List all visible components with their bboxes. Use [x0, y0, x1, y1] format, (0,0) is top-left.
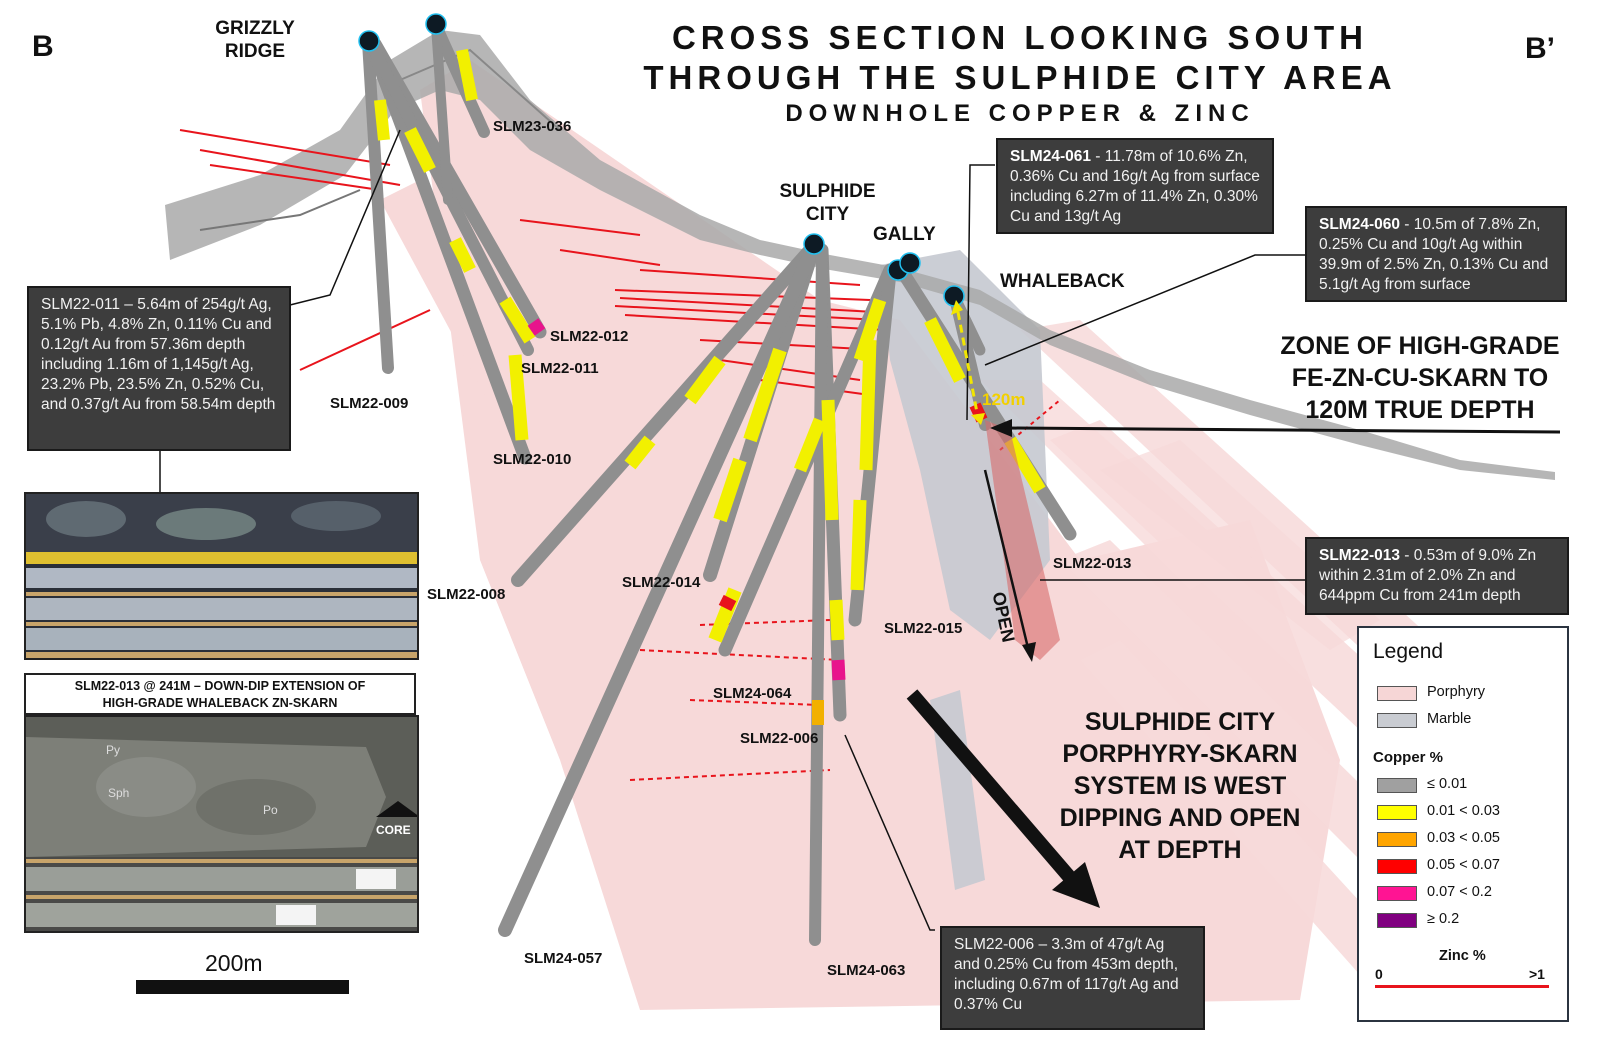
depth-label: 120m [982, 390, 1026, 409]
legend-cu-swatch-3 [1377, 832, 1417, 847]
hole-label-slm22-013: SLM22-013 [1053, 555, 1132, 572]
core-logo: CORE [376, 823, 411, 837]
legend-zinc-bar [1375, 985, 1549, 988]
grizzly-ridge-label: GRIZZLY RIDGE [205, 17, 305, 63]
caption-line-2: HIGH-GRADE WHALEBACK ZN-SKARN [102, 696, 338, 710]
legend-marble-label: Marble [1427, 711, 1472, 727]
topographic-surface [165, 30, 1555, 480]
diagram-title: CROSS SECTION LOOKING SOUTH THROUGH THE … [600, 18, 1440, 130]
annotation-slm24-061-id: SLM24-061 [1010, 148, 1091, 165]
annotation-slm24-060: SLM24-060 - 10.5m of 7.8% Zn, 0.25% Cu a… [1305, 206, 1567, 302]
system-line-4: DIPPING AND OPEN [1059, 804, 1301, 832]
hole-label-slm22-014: SLM22-014 [622, 574, 701, 591]
hole-label-slm22-009: SLM22-009 [330, 395, 409, 412]
sulphide-city-label: SULPHIDE CITY [770, 180, 885, 226]
system-arrow [906, 689, 1100, 908]
annotation-slm24-060-text: - 10.5m of 7.8% Zn, 0.25% Cu and 10g/t A… [1319, 216, 1549, 293]
legend-cu-label-2: 0.01 < 0.03 [1427, 803, 1500, 819]
legend-cu-swatch-4 [1377, 859, 1417, 874]
annotation-slm24-061-text: - 11.78m of 10.6% Zn, 0.36% Cu and 16g/t… [1010, 148, 1260, 225]
grizzly-line-1: GRIZZLY [215, 18, 295, 39]
legend-porphyry-swatch [1377, 686, 1417, 701]
open-arrow [983, 469, 1036, 662]
core-photo-top [24, 492, 419, 660]
annotation-slm22-006-text: SLM22-006 – 3.3m of 47g/t Ag and 0.25% C… [954, 936, 1179, 1013]
annotation-slm22-006: SLM22-006 – 3.3m of 47g/t Ag and 0.25% C… [940, 926, 1205, 1030]
legend-cu-swatch-6 [1377, 913, 1417, 928]
legend-cu-label-6: ≥ 0.2 [1427, 911, 1460, 927]
legend-porphyry-label: Porphyry [1427, 684, 1486, 700]
hole-label-slm22-012: SLM22-012 [550, 328, 629, 345]
zone-line-2: FE-ZN-CU-SKARN TO [1291, 364, 1549, 392]
title-line-1: CROSS SECTION LOOKING SOUTH [671, 19, 1369, 56]
system-line-1: SULPHIDE CITY [1084, 708, 1276, 736]
system-line-3: SYSTEM IS WEST [1073, 772, 1287, 800]
hole-label-slm24-063: SLM24-063 [827, 962, 906, 979]
core-photo-top-image [26, 494, 417, 658]
annotation-slm22-011-text: SLM22-011 – 5.64m of 254g/t Ag, 5.1% Pb,… [41, 296, 276, 413]
section-end-label: B’ [1525, 32, 1555, 65]
zone-arrow [990, 419, 1561, 437]
legend-cu-swatch-2 [1377, 805, 1417, 820]
hole-label-slm22-006: SLM22-006 [740, 730, 819, 747]
legend-cu-label-4: 0.05 < 0.07 [1427, 857, 1500, 873]
legend-cu-swatch-1 [1377, 778, 1417, 793]
annotation-slm22-011: SLM22-011 – 5.64m of 254g/t Ag, 5.1% Pb,… [27, 286, 291, 451]
legend-cu-swatch-5 [1377, 886, 1417, 901]
scale-bar [136, 980, 349, 994]
legend: Legend Porphyry Marble Copper % ≤ 0.01 0… [1357, 626, 1569, 1022]
hole-collars [358, 13, 965, 307]
caption-line-1: SLM22-013 @ 241M – DOWN-DIP EXTENSION OF [74, 679, 366, 693]
mineral-label-sph: Sph [108, 786, 130, 800]
leader-lines [159, 129, 1305, 931]
hole-label-slm22-010: SLM22-010 [493, 451, 572, 468]
system-statement: SULPHIDE CITY PORPHYRY-SKARN SYSTEM IS W… [1030, 706, 1330, 866]
legend-zinc-min: 0 [1375, 966, 1383, 982]
open-zone-shape [985, 420, 1060, 660]
zone-line-1: ZONE OF HIGH-GRADE [1280, 332, 1560, 360]
zone-line-3: 120M TRUE DEPTH [1305, 396, 1535, 424]
hole-label-slm22-008: SLM22-008 [427, 586, 506, 603]
copper-intervals [374, 48, 1046, 725]
sulphide-line-1: SULPHIDE [779, 181, 876, 202]
hole-label-slm22-011: SLM22-011 [521, 360, 599, 377]
gally-label: GALLY [873, 224, 936, 245]
section-start-label: B [32, 30, 54, 63]
annotation-slm24-061: SLM24-061 - 11.78m of 10.6% Zn, 0.36% Cu… [996, 138, 1274, 234]
core-photo-caption: SLM22-013 @ 241M – DOWN-DIP EXTENSION OF… [24, 673, 416, 715]
scale-label: 200m [205, 950, 263, 976]
hole-label-slm24-064: SLM24-064 [713, 685, 792, 702]
whaleback-label: WHALEBACK [1000, 271, 1125, 292]
legend-copper-title: Copper % [1373, 749, 1444, 766]
hole-label-slm22-015: SLM22-015 [884, 620, 963, 637]
hole-label-slm24-057: SLM24-057 [524, 950, 603, 967]
system-line-2: PORPHYRY-SKARN [1062, 740, 1298, 768]
system-line-5: AT DEPTH [1118, 836, 1242, 864]
core-photo-bottom: Py Sph Po CORE [24, 715, 419, 933]
legend-cu-label-3: 0.03 < 0.05 [1427, 830, 1500, 846]
mineral-label-py: Py [106, 743, 121, 757]
annotation-slm22-013: SLM22-013 - 0.53m of 9.0% Zn within 2.31… [1305, 537, 1569, 615]
legend-zinc-max: >1 [1529, 966, 1545, 982]
title-line-2: THROUGH THE SULPHIDE CITY AREA [643, 59, 1397, 96]
annotation-slm22-013-text: - 0.53m of 9.0% Zn within 2.31m of 2.0% … [1319, 547, 1537, 604]
legend-cu-label-5: 0.07 < 0.2 [1427, 884, 1492, 900]
grizzly-line-2: RIDGE [224, 41, 286, 62]
title-line-3: DOWNHOLE COPPER & ZINC [785, 100, 1255, 127]
zone-statement: ZONE OF HIGH-GRADE FE-ZN-CU-SKARN TO 120… [1260, 330, 1580, 426]
sulphide-line-2: CITY [805, 204, 850, 225]
mineral-label-po: Po [263, 803, 278, 817]
legend-title: Legend [1373, 640, 1444, 663]
annotation-slm22-013-id: SLM22-013 [1319, 547, 1400, 564]
hole-label-slm23-036: SLM23-036 [493, 118, 572, 135]
annotation-slm24-060-id: SLM24-060 [1319, 216, 1400, 233]
legend-cu-label-1: ≤ 0.01 [1427, 776, 1468, 792]
legend-marble-swatch [1377, 713, 1417, 728]
core-photo-bottom-image [26, 717, 417, 927]
legend-zinc-title: Zinc % [1439, 948, 1486, 964]
depth-arrow [951, 300, 985, 425]
